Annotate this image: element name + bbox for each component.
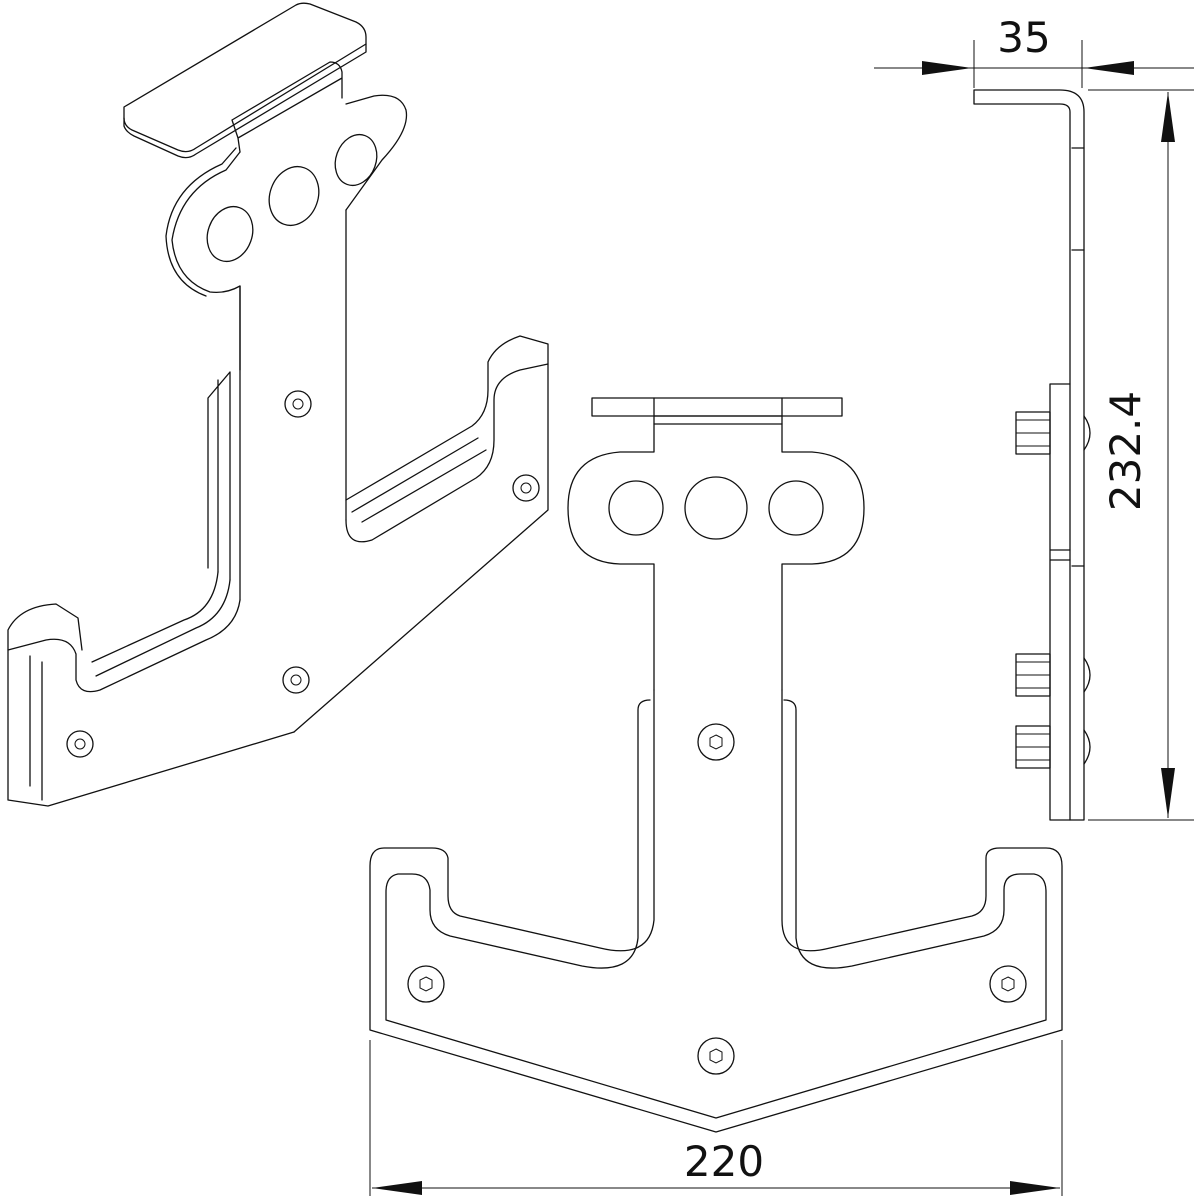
iso-right-arm <box>293 363 549 733</box>
iso-head-plate <box>171 94 408 371</box>
front-screw-bottom-socket <box>709 1048 723 1064</box>
front-screw-top <box>697 723 735 761</box>
front-body-inner <box>385 699 1047 1119</box>
dimension-height: 232.4 <box>1088 89 1194 821</box>
front-screw-top-socket <box>709 734 723 750</box>
side-bolt-3 <box>1015 725 1091 769</box>
dimension-flange-label: 35 <box>997 13 1050 62</box>
side-flange <box>973 89 1085 821</box>
iso-top-flange <box>123 2 367 153</box>
dimension-height-label: 232.4 <box>1101 391 1150 511</box>
iso-hole-3 <box>334 133 378 187</box>
iso-stem <box>239 209 347 601</box>
iso-head-plate-back <box>165 147 237 297</box>
dimension-width: 220 <box>369 1040 1063 1196</box>
iso-screw-2-socket <box>520 482 532 494</box>
iso-bend <box>231 61 343 153</box>
iso-screw-3 <box>282 666 310 694</box>
iso-left-arm <box>7 599 295 807</box>
side-bolt-1 <box>1015 411 1091 455</box>
iso-screw-1 <box>284 390 312 418</box>
dimension-flange: 35 <box>874 13 1194 88</box>
iso-hole-2 <box>268 165 320 227</box>
iso-screw-2 <box>512 474 540 502</box>
iso-stem-ribs <box>207 371 231 581</box>
front-top-flange <box>591 397 843 417</box>
front-screw-right-socket <box>1001 976 1015 992</box>
front-body-outline <box>369 689 1063 1133</box>
front-bend <box>653 397 783 425</box>
side-bolt-2 <box>1015 653 1091 697</box>
front-hole-2 <box>684 476 748 540</box>
iso-right-arm-ribs <box>345 335 549 523</box>
front-screw-left-socket <box>419 976 433 992</box>
front-head-plate <box>567 423 865 691</box>
iso-screw-4 <box>66 730 94 758</box>
iso-screw-1-socket <box>292 398 304 410</box>
side-view <box>973 89 1091 821</box>
iso-screw-3-socket <box>290 674 302 686</box>
dimension-width-label: 220 <box>684 1137 764 1186</box>
front-screw-bottom <box>697 1037 735 1075</box>
iso-screw-4-socket <box>74 738 86 750</box>
iso-left-arm-ribs <box>7 571 231 801</box>
front-screw-left <box>407 965 445 1003</box>
iso-top-flange-edge <box>123 43 367 159</box>
front-screw-right <box>989 965 1027 1003</box>
front-hole-3 <box>768 480 824 536</box>
iso-hole-1 <box>206 205 254 263</box>
side-plate <box>1049 147 1085 821</box>
isometric-view <box>7 2 549 807</box>
front-hole-1 <box>608 480 664 536</box>
front-view <box>369 397 1063 1133</box>
